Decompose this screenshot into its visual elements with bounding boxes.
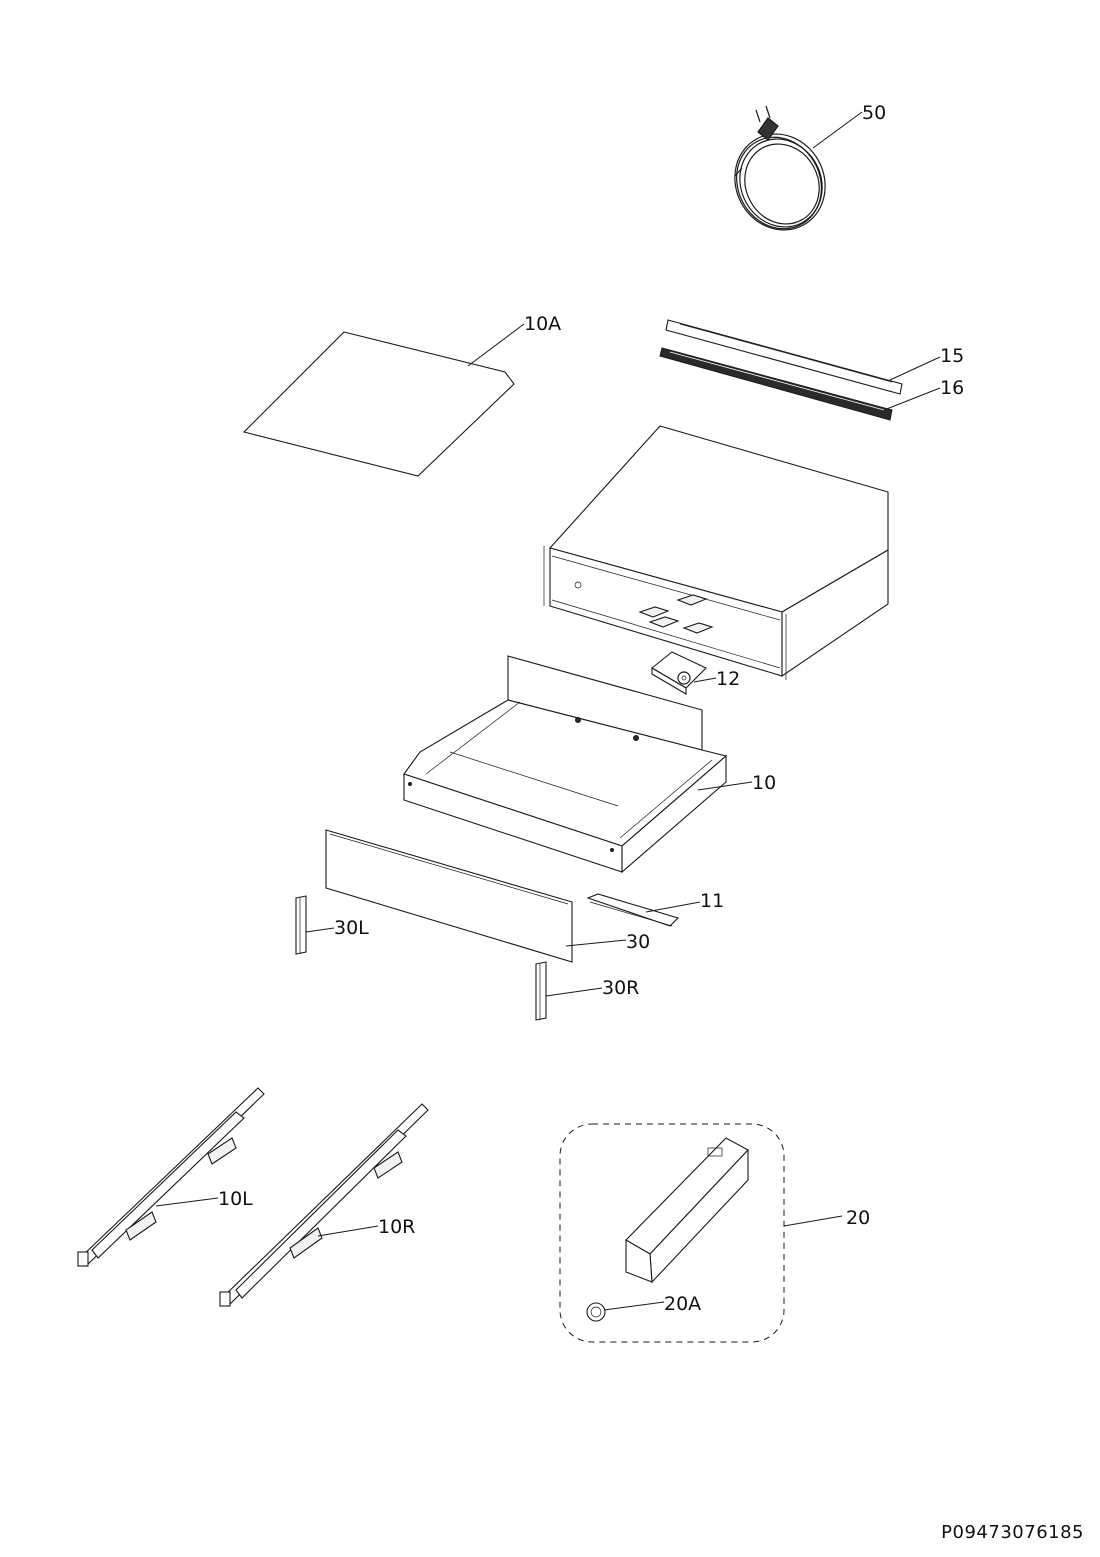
label-50-text: 50: [862, 102, 886, 124]
label-16: 16: [883, 377, 964, 411]
label-30: 30: [565, 931, 650, 953]
label-30R: 30R: [545, 977, 639, 999]
label-50: 50: [812, 102, 886, 149]
label-10A-text: 10A: [524, 313, 561, 335]
front-panel-part: [325, 829, 573, 963]
label-11-text: 11: [700, 890, 724, 912]
right-rail-part: [219, 1103, 429, 1307]
label-11: 11: [645, 890, 724, 913]
label-10R-text: 10R: [378, 1216, 415, 1238]
left-rail-part: [77, 1087, 265, 1267]
drawer-tray-part: [403, 655, 728, 874]
label-12-text: 12: [716, 668, 740, 690]
label-30-text: 30: [626, 931, 650, 953]
label-10A: 10A: [467, 313, 561, 367]
document-code: P09473076185: [941, 1522, 1084, 1543]
left-end-cap-part: [295, 895, 307, 955]
housing-part: [543, 425, 889, 680]
label-10-text: 10: [752, 772, 776, 794]
label-30R-text: 30R: [602, 977, 639, 999]
label-20: 20: [783, 1207, 870, 1229]
power-cord-part: [734, 105, 826, 231]
label-30L-text: 30L: [334, 917, 369, 939]
label-15: 15: [889, 345, 964, 381]
label-16-text: 16: [940, 377, 964, 399]
label-12: 12: [693, 668, 740, 690]
label-15-text: 15: [940, 345, 964, 367]
label-20A-text: 20A: [664, 1293, 701, 1315]
bracket-part: [586, 893, 680, 927]
right-end-cap-part: [535, 961, 547, 1021]
heating-assembly-group: [559, 1123, 785, 1343]
label-10: 10: [697, 772, 776, 794]
label-30L: 30L: [305, 917, 369, 939]
insulation-sheet-part: [242, 331, 515, 477]
label-20-text: 20: [846, 1207, 870, 1229]
seal-strip-part: [659, 347, 893, 421]
label-10L: 10L: [155, 1188, 253, 1210]
label-20A: 20A: [603, 1293, 701, 1315]
label-10L-text: 10L: [218, 1188, 253, 1210]
thermostat-unit-part: [651, 651, 707, 695]
label-10R: 10R: [317, 1216, 415, 1238]
top-strip-part: [665, 319, 903, 395]
